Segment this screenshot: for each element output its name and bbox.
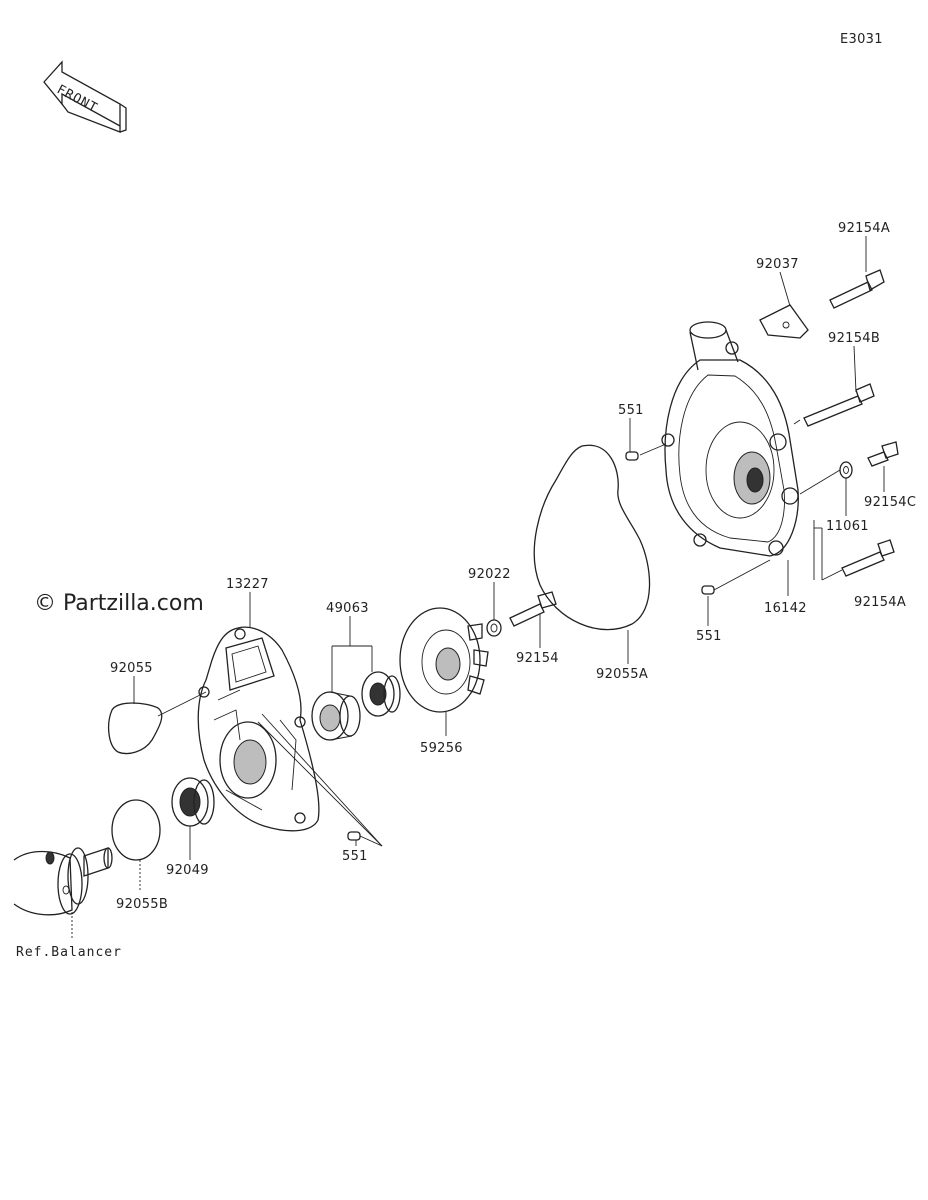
dowel-551-right bbox=[701, 585, 715, 595]
label-92154C: 92154C bbox=[864, 495, 916, 510]
label-11061: 11061 bbox=[826, 519, 869, 534]
label-13227: 13227 bbox=[226, 577, 269, 592]
bolt-92154 bbox=[509, 591, 557, 627]
label-92154A-top: 92154A bbox=[838, 221, 890, 236]
label-551-right: 551 bbox=[696, 629, 722, 644]
housing-13227 bbox=[197, 626, 320, 832]
front-arrow-icon: FRONT bbox=[43, 60, 127, 133]
label-92055: 92055 bbox=[110, 661, 153, 676]
impeller-59256 bbox=[399, 607, 489, 713]
label-49063: 49063 bbox=[326, 601, 369, 616]
washer-11061 bbox=[839, 461, 853, 479]
oil-seal-92049 bbox=[171, 777, 215, 827]
balancer-shaft bbox=[13, 847, 113, 916]
label-59256: 59256 bbox=[420, 741, 463, 756]
oring-92055 bbox=[107, 702, 163, 755]
label-92049: 92049 bbox=[166, 863, 209, 878]
bolt-92154A-top bbox=[829, 269, 885, 309]
ref-balancer-label: Ref.Balancer bbox=[16, 945, 122, 960]
label-92022: 92022 bbox=[468, 567, 511, 582]
washer-92022 bbox=[486, 619, 502, 637]
bolt-92154B bbox=[803, 383, 875, 427]
dowel-551-top bbox=[625, 451, 639, 461]
label-92037: 92037 bbox=[756, 257, 799, 272]
front-label: FRONT bbox=[54, 82, 100, 116]
seal-49063-b bbox=[361, 671, 401, 717]
oring-92055B bbox=[111, 799, 161, 861]
watermark: © Partzilla.com bbox=[34, 591, 204, 616]
leader-lines bbox=[71, 236, 885, 940]
label-551-bottom: 551 bbox=[342, 849, 368, 864]
label-92154B: 92154B bbox=[828, 331, 880, 346]
label-551-top: 551 bbox=[618, 403, 644, 418]
label-92154: 92154 bbox=[516, 651, 559, 666]
dowel-551-bottom bbox=[347, 831, 361, 841]
oring-92055A bbox=[533, 444, 651, 631]
bolt-92154C bbox=[867, 441, 899, 467]
diagram-code: E3031 bbox=[840, 32, 883, 47]
label-92055B: 92055B bbox=[116, 897, 168, 912]
pump-cover bbox=[661, 321, 799, 557]
seal-49063-a bbox=[311, 691, 361, 741]
clamp-92037 bbox=[759, 304, 809, 339]
label-16142: 16142 bbox=[764, 601, 807, 616]
label-92055A: 92055A bbox=[596, 667, 648, 682]
label-92154A-bottom: 92154A bbox=[854, 595, 906, 610]
bolt-92154A-bottom bbox=[841, 539, 895, 577]
